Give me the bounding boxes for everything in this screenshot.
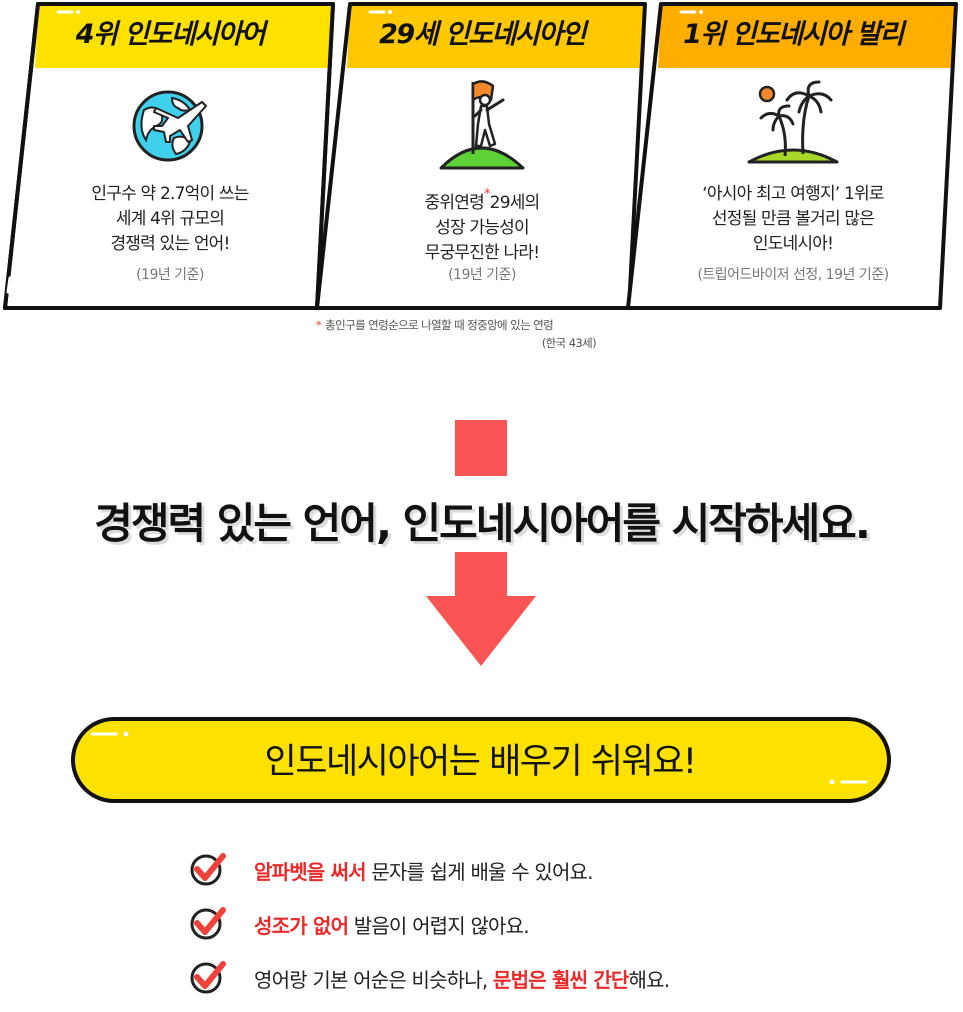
desc-line: 중위연령*29세의 [332, 182, 632, 216]
desc-segment: 29세의 [489, 193, 541, 213]
arrow-stem-top [455, 420, 507, 476]
desc-segment: 중위연령 [424, 193, 485, 213]
pill-banner [71, 717, 891, 803]
list-item-text: 성조가 없어 발음이 어렵지 않아요. [254, 910, 530, 939]
card-title: 1위 인도네시아 발리 [683, 19, 904, 50]
card-description: 인구수 약 2.7억이 쓰는 세계 4위 규모의 경쟁력 있는 언어! [20, 182, 320, 257]
checkmark-icon [190, 853, 226, 886]
pill-text: 인도네시아어는 배우기 쉬워요! [264, 742, 697, 782]
highlight-text: 알파벳을 써서 [254, 860, 367, 884]
flag-climber-icon [437, 76, 527, 176]
desc-line: 선정될 만큼 볼거리 많은 [711, 209, 875, 229]
card-source: (트립어드바이저 선정, 19년 기준) [697, 267, 889, 283]
card-title: 4위 인도네시아어 [75, 19, 266, 50]
arrow-down-icon [426, 552, 536, 666]
card-bali: 1위 인도네시아 발리 ‘아시아 최고 여행지’ 1위로 선정될 만큼 볼거리 … [623, 0, 958, 310]
list-item-text: 알파벳을 써서 문자를 쉽게 배울 수 있어요. [254, 856, 594, 885]
plain-text: 문자를 쉽게 배울 수 있어요. [365, 860, 593, 884]
card-description: ‘아시아 최고 여행지’ 1위로 선정될 만큼 볼거리 많은 인도네시아! [643, 182, 943, 257]
card-source: (19년 기준) [448, 267, 516, 283]
card-title: 29세 인도네시아인 [379, 19, 586, 50]
globe-plane-icon [130, 84, 210, 168]
footnote-line1: 총인구를 연령순으로 나열할 때 정중앙에 있는 연령 [325, 318, 554, 332]
checkmark-icon [190, 961, 226, 994]
desc-line: 인구수 약 2.7억이 쓰는 [91, 184, 249, 204]
card-source: (19년 기준) [136, 267, 204, 283]
list-item-text: 영어랑 기본 어순은 비슷하나, 문법은 훨씬 간단해요. [254, 964, 671, 993]
card-population: 4위 인도네시아어 인구수 약 2.7억이 쓰는 세계 4위 규모의 경쟁력 있… [0, 0, 335, 310]
desc-line: 경쟁력 있는 언어! [110, 234, 230, 254]
palm-island-icon [745, 80, 841, 174]
desc-line: ‘아시아 최고 여행지’ 1위로 [702, 184, 884, 204]
checkmark-icon [190, 907, 226, 940]
footnote-asterisk: * [316, 318, 322, 332]
plain-text: 영어랑 기본 어순은 비슷하나, [254, 968, 493, 992]
highlight-text: 성조가 없어 [254, 914, 349, 938]
card-description: 중위연령*29세의 성장 가능성이 무궁무진한 나라! [332, 182, 632, 266]
plain-text: 발음이 어렵지 않아요. [348, 914, 530, 938]
footnote-line2: (한국 43세) [541, 336, 597, 350]
desc-line: 인도네시아! [752, 234, 834, 254]
plain-text: 해요. [628, 968, 671, 992]
desc-line: 무궁무진한 나라! [424, 243, 540, 263]
footnote-star: * [483, 187, 490, 202]
footnote: *총인구를 연령순으로 나열할 때 정중앙에 있는 연령 (한국 43세) [316, 316, 597, 352]
desc-line: 세계 4위 규모의 [115, 209, 225, 229]
card-median-age: 29세 인도네시아인 중위연령*29세의 성장 가능성이 무궁무진한 나라! (… [312, 0, 647, 310]
desc-line: 성장 가능성이 [435, 218, 529, 238]
headline: 경쟁력 있는 언어, 인도네시아어를 시작하세요. [94, 499, 871, 548]
highlight-text: 문법은 훨씬 간단 [493, 968, 629, 992]
